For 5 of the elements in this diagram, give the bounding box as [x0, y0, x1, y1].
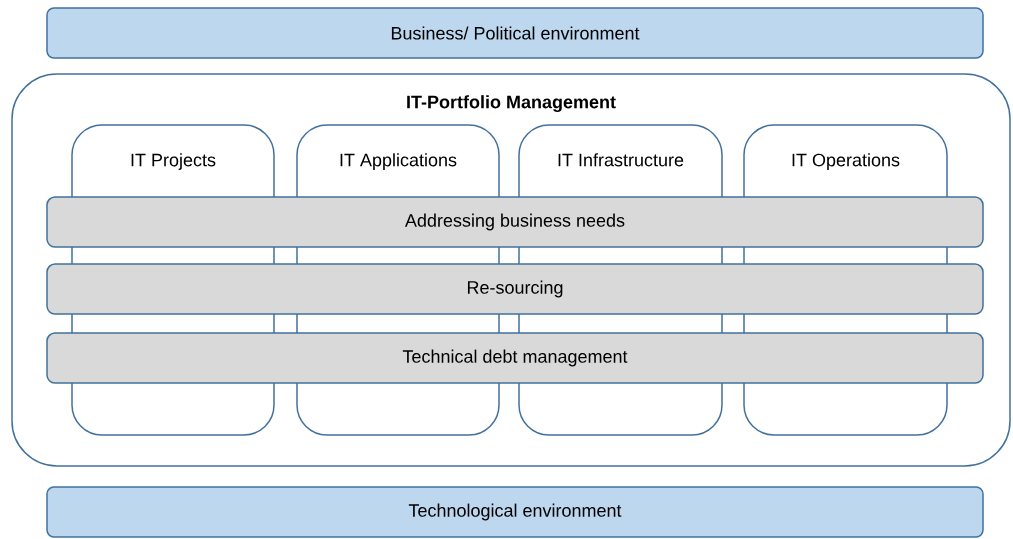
process-band: Addressing business needs [46, 196, 984, 248]
environment-band: Business/ Political environment [46, 7, 984, 59]
process-band: Re-sourcing [46, 263, 984, 315]
process-band: Technical debt management [46, 332, 984, 384]
environment-band: Technological environment [46, 486, 984, 538]
